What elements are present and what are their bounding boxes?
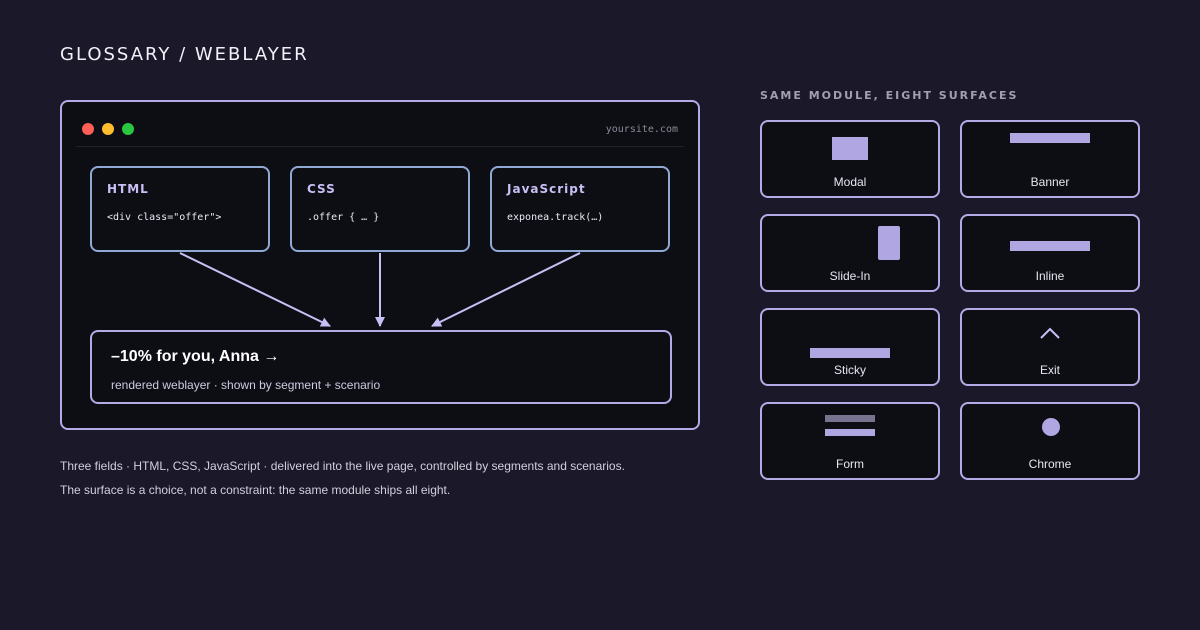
flow-arrows bbox=[179, 252, 581, 327]
surface-label-banner: Banner bbox=[1030, 175, 1070, 189]
javascript-field-card: JavaScript exponea.track(…) bbox=[490, 166, 670, 252]
browser-window: yoursite.com HTML <div class="offer"> CS… bbox=[60, 100, 700, 430]
surface-label-exit: Exit bbox=[1039, 363, 1060, 377]
javascript-field-label: JavaScript bbox=[507, 182, 586, 196]
surface-tile-inline: Inline bbox=[960, 214, 1140, 292]
html-field-card: HTML <div class="offer"> bbox=[90, 166, 270, 252]
html-to-result-arrow bbox=[179, 252, 331, 327]
surface-tile-modal: Modal bbox=[760, 120, 940, 198]
offer-caption: rendered weblayer · shown by segment + s… bbox=[111, 378, 381, 392]
html-field-label: HTML bbox=[107, 182, 149, 196]
css-field-code: .offer { … } bbox=[307, 212, 380, 223]
javascript-field-code: exponea.track(…) bbox=[507, 212, 604, 223]
exit-chevron-icon bbox=[1040, 327, 1060, 339]
form-field-icon bbox=[825, 415, 875, 422]
description-line-1: Three fields · HTML, CSS, JavaScript · d… bbox=[60, 459, 625, 473]
modal-icon bbox=[832, 137, 868, 160]
surface-label-sticky: Sticky bbox=[833, 363, 866, 377]
browser-toolbar-divider bbox=[76, 146, 684, 147]
form-icon bbox=[825, 429, 875, 436]
surface-tile-form: Form bbox=[760, 402, 940, 480]
minimize-dot-icon bbox=[102, 123, 114, 135]
surface-label-inline: Inline bbox=[1035, 269, 1065, 283]
surface-tile-banner: Banner bbox=[960, 120, 1140, 198]
chrome-dot-icon bbox=[1042, 418, 1060, 436]
surface-label-slide-in: Slide-In bbox=[829, 269, 871, 283]
surface-label-chrome: Chrome bbox=[1028, 457, 1072, 471]
maximize-dot-icon bbox=[122, 123, 134, 135]
surface-tile-exit: Exit bbox=[960, 308, 1140, 386]
surface-tile-sticky: Sticky bbox=[760, 308, 940, 386]
js-to-result-arrow bbox=[431, 252, 581, 327]
description-line-2: The surface is a choice, not a constrain… bbox=[60, 483, 451, 497]
css-field-label: CSS bbox=[307, 182, 336, 196]
offer-headline: –10% for you, Anna → bbox=[111, 348, 280, 365]
sticky-icon bbox=[810, 348, 890, 358]
browser-url: yoursite.com bbox=[605, 124, 678, 135]
surface-label-form: Form bbox=[836, 457, 864, 471]
css-field-card: CSS .offer { … } bbox=[290, 166, 470, 252]
slide-in-icon bbox=[878, 226, 900, 260]
surface-tile-chrome: Chrome bbox=[960, 402, 1140, 480]
rendered-weblayer-card: –10% for you, Anna → rendered weblayer ·… bbox=[90, 330, 672, 404]
close-dot-icon bbox=[82, 123, 94, 135]
inline-icon bbox=[1010, 241, 1090, 251]
surfaces-heading: SAME MODULE, EIGHT SURFACES bbox=[760, 89, 1019, 102]
banner-icon bbox=[1010, 133, 1090, 143]
page-title: GLOSSARY / WEBLAYER bbox=[60, 44, 309, 65]
surface-label-modal: Modal bbox=[833, 175, 867, 189]
html-field-code: <div class="offer"> bbox=[107, 212, 222, 223]
surface-tile-slide-in: Slide-In bbox=[760, 214, 940, 292]
